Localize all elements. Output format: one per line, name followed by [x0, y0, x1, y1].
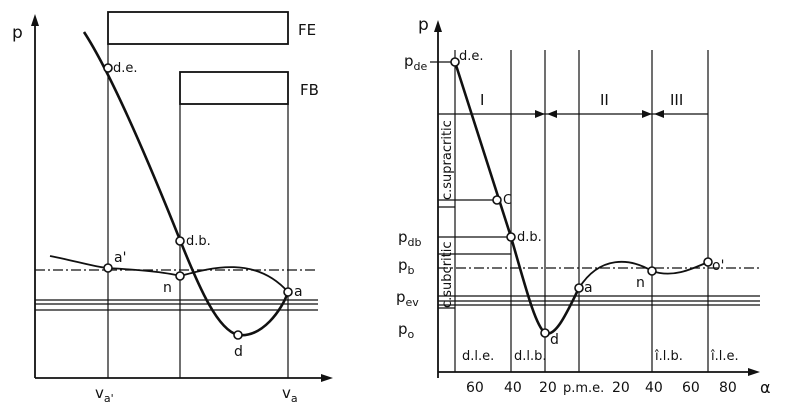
left-label-db: d.b.: [186, 234, 211, 249]
right-y-arrow-icon: [434, 20, 442, 32]
right-label-o-prime: o': [712, 258, 724, 274]
right-label-a: a: [584, 280, 593, 296]
left-point-de: [103, 63, 113, 73]
right-point-d: [540, 328, 550, 338]
right-point-a: [574, 283, 584, 293]
right-point-c: [492, 195, 502, 205]
phase-arrow-ii-end-icon: [642, 110, 652, 118]
left-diagram: p FE FB d.e. d.b. a' n d a va': [12, 11, 333, 405]
phase-label-ii: II: [600, 91, 609, 109]
y-label-pde: pde: [404, 52, 428, 73]
left-label-de: d.e.: [113, 61, 138, 76]
left-label-n: n: [163, 280, 172, 296]
right-label-db: d.b.: [517, 230, 542, 245]
left-tick-va-prime: va': [95, 384, 114, 405]
y-label-pb: pb: [398, 256, 415, 277]
right-point-db: [506, 232, 516, 242]
left-x-arrow-icon: [321, 374, 333, 382]
zone-subcritic: c.subcritic: [440, 241, 455, 308]
tick-pme: p.m.e.: [563, 381, 604, 396]
right-label-de: d.e.: [459, 49, 484, 64]
tick-40-left: 40: [504, 380, 522, 396]
tick-60-right: 60: [682, 380, 700, 396]
fb-label: FB: [300, 81, 319, 99]
phase-arrow-ii-icon: [547, 110, 557, 118]
left-y-arrow-icon: [31, 14, 39, 26]
right-diagram: p α c.supracritic c.subcritic I II III: [396, 15, 771, 397]
marker-dlb: d.l.b.: [514, 349, 547, 364]
left-y-label: p: [12, 23, 23, 43]
right-label-n: n: [636, 275, 645, 291]
left-label-a-prime: a': [114, 250, 126, 266]
left-point-n: [175, 271, 185, 281]
right-x-label: α: [760, 378, 771, 397]
marker-ile: î.l.e.: [710, 349, 739, 364]
phase-label-iii: III: [670, 91, 683, 109]
tick-80: 80: [719, 380, 737, 396]
marker-ilb: î.l.b.: [654, 349, 683, 364]
tick-20-right: 20: [612, 380, 630, 396]
tick-20-left: 20: [539, 380, 557, 396]
right-label-d: d: [550, 332, 559, 348]
right-point-de: [450, 57, 460, 67]
right-label-c: C: [503, 193, 512, 208]
left-tick-va: va: [282, 384, 298, 405]
phase-arrow-i-icon: [535, 110, 545, 118]
left-pressure-curve: [82, 31, 290, 337]
y-label-pdb: pdb: [398, 228, 422, 249]
left-point-db: [175, 236, 185, 246]
left-point-a: [283, 287, 293, 297]
right-x-arrow-icon: [748, 368, 760, 376]
phase-label-i: I: [480, 91, 484, 109]
y-label-pev: pev: [396, 288, 419, 309]
fe-label: FE: [298, 21, 316, 39]
tick-40-right: 40: [645, 380, 663, 396]
left-label-d: d: [234, 344, 243, 360]
fb-box: [179, 71, 289, 105]
left-point-a-prime: [103, 263, 113, 273]
zone-supracritic: c.supracritic: [440, 120, 455, 200]
left-point-d: [233, 330, 243, 340]
phase-arrow-iii-icon: [654, 110, 664, 118]
tick-60-left: 60: [466, 380, 484, 396]
right-pressure-curve: [453, 61, 581, 335]
right-point-n: [647, 266, 657, 276]
left-label-a: a: [294, 284, 303, 300]
y-label-po: po: [398, 320, 415, 341]
right-y-label: p: [418, 15, 429, 35]
marker-dle: d.l.e.: [462, 349, 494, 364]
left-compression-curve: [49, 255, 289, 293]
fe-box: [107, 11, 289, 45]
right-point-o-prime: [703, 257, 713, 267]
